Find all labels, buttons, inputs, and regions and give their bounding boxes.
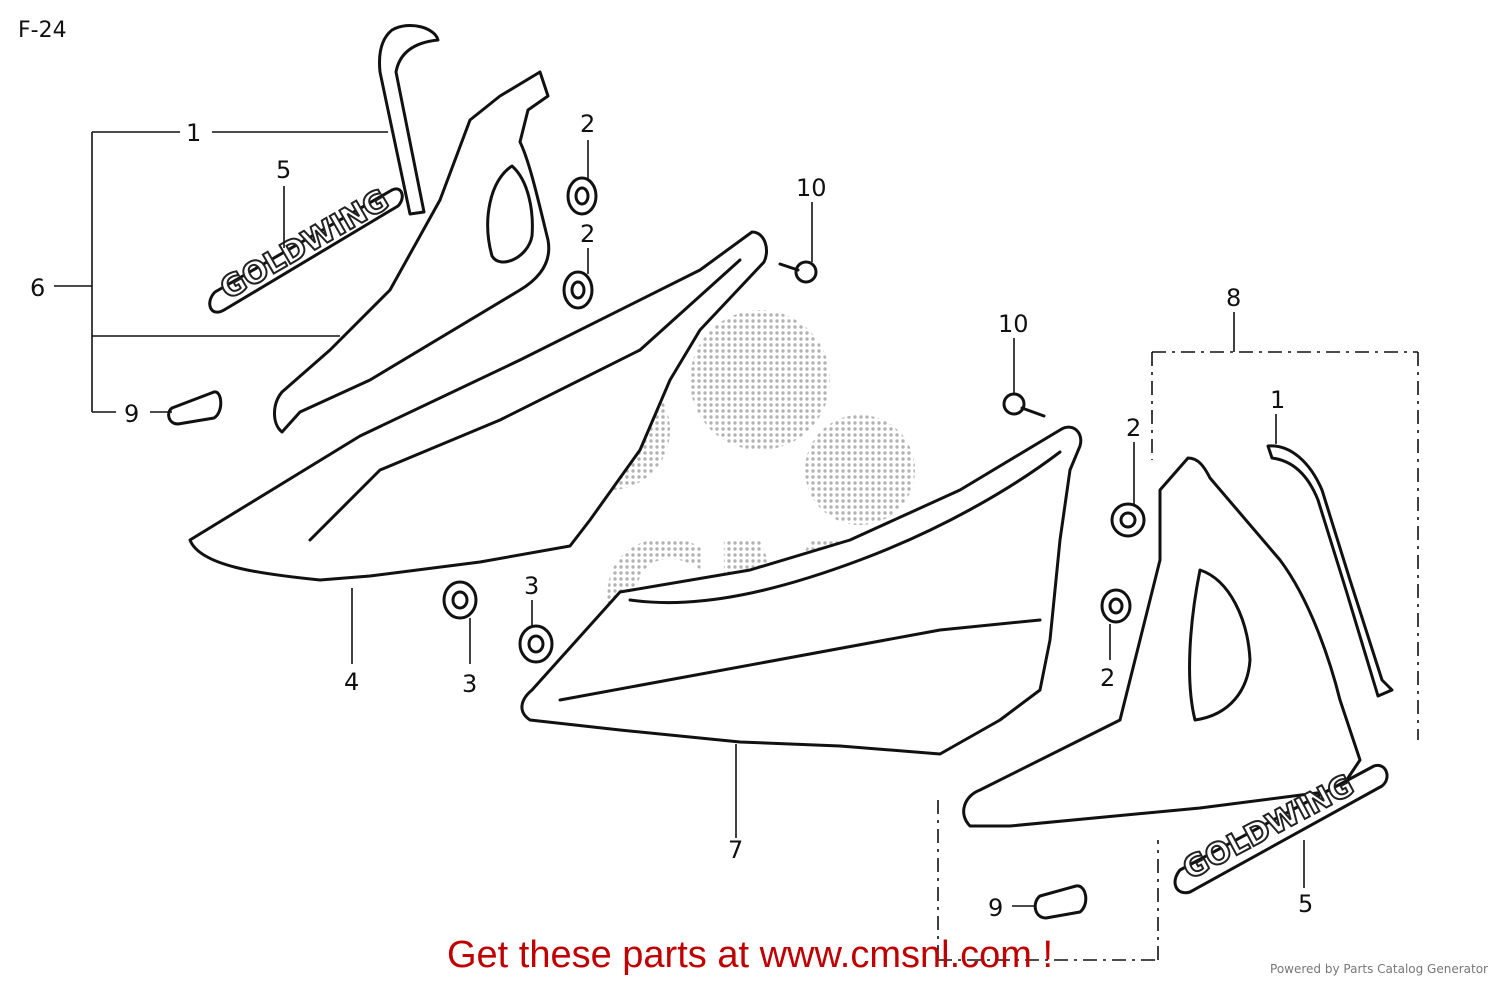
part-9-badge-right (1033, 884, 1088, 920)
callout-2: 2 (580, 110, 595, 138)
callout-1: 1 (1270, 386, 1285, 414)
callout-6: 6 (30, 274, 45, 302)
part-2-grommet (1100, 588, 1132, 624)
part-6-side-cover-upper (273, 70, 551, 434)
callout-8: 8 (1226, 284, 1241, 312)
part-3-grommet (518, 624, 554, 664)
callout-9: 9 (124, 400, 139, 428)
callout-4: 4 (344, 668, 359, 696)
part-9-badge-upper (167, 390, 223, 426)
decal-text-upper: GOLDWING (215, 183, 395, 307)
part-1-trim-upper (378, 24, 440, 216)
callout-1: 1 (186, 119, 201, 147)
page-label: F-24 (18, 18, 67, 43)
generator-credit: Powered by Parts Catalog Generator (1270, 962, 1488, 976)
part-3-grommet (442, 580, 478, 620)
part-10-screw (1002, 392, 1046, 418)
part-2-grommet (566, 176, 598, 216)
callout-5: 5 (1298, 890, 1313, 918)
part-8-side-cover-right (962, 456, 1362, 828)
callout-5: 5 (276, 156, 291, 184)
callout-10: 10 (998, 310, 1029, 338)
part-4-side-cover-lower (188, 230, 768, 582)
callout-3: 3 (524, 572, 539, 600)
callouts: 1 5 6 9 2 2 10 10 4 3 3 7 8 1 2 2 5 9 (30, 110, 1313, 922)
callout-2: 2 (1126, 414, 1141, 442)
part-7-center-panel (520, 425, 1083, 756)
callout-2: 2 (1100, 664, 1115, 692)
part-2-grommet (562, 270, 594, 310)
part-5-emblem-right (1173, 763, 1389, 895)
callout-3: 3 (462, 670, 477, 698)
callout-10: 10 (796, 174, 827, 202)
callout-9: 9 (988, 894, 1003, 922)
part-1-trim-right (1266, 444, 1394, 698)
callout-2: 2 (580, 220, 595, 248)
part-2-grommet (1110, 502, 1146, 538)
shop-link[interactable]: Get these parts at www.cmsnl.com ! (446, 934, 1054, 976)
part-5-emblem-upper (208, 187, 404, 314)
callout-7: 7 (728, 836, 743, 864)
part-10-screw (778, 260, 818, 284)
